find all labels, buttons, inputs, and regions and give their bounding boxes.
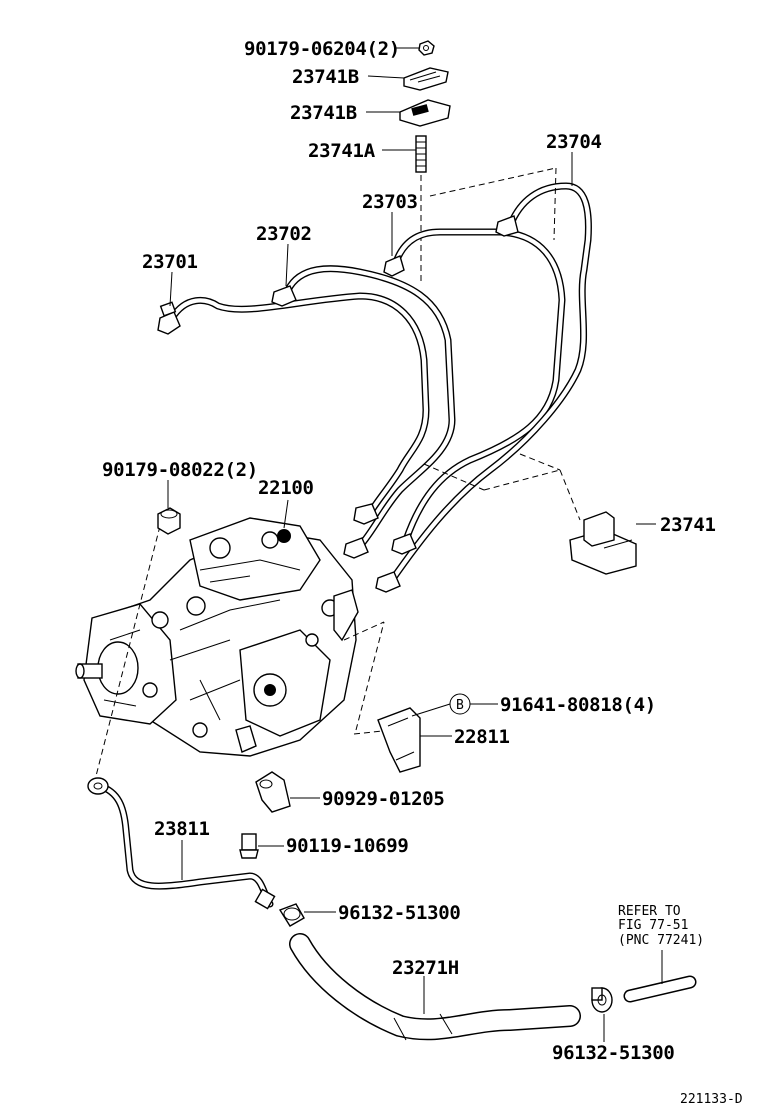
label-90119-10699: 90119-10699 [286, 835, 409, 857]
hose-clamp-96132-51300-a [278, 903, 305, 927]
label-96132-51300-b: 96132-51300 [552, 1042, 675, 1064]
pipe-nut-lower-4 [375, 571, 401, 593]
pipe-refer-fig-77-51 [623, 975, 697, 1003]
callout-b-letter: B [456, 698, 464, 713]
clamp-23741 [569, 511, 637, 575]
label-90929-01205: 90929-01205 [322, 788, 445, 810]
clamp-23741b-upper [403, 67, 449, 91]
gasket-90929-01205 [255, 771, 291, 813]
label-23701: 23701 [142, 251, 198, 273]
label-22811: 22811 [454, 726, 510, 748]
injection-pump-22100 [75, 517, 359, 757]
nut-90179-06204 [418, 40, 435, 56]
figure-code: 221133-D [680, 1092, 743, 1107]
injection-pipe-23704 [388, 182, 592, 584]
label-91641-80818: 91641-80818(4) [500, 694, 656, 716]
bracket-22811 [377, 707, 421, 773]
label-23703: 23703 [362, 191, 418, 213]
label-23811: 23811 [154, 818, 210, 840]
label-23741b-lower: 23741B [290, 102, 357, 124]
clamp-23741b-lower [399, 99, 451, 127]
refer-text-line1: REFER TO [618, 904, 681, 919]
label-22100: 22100 [258, 477, 314, 499]
injection-pipe-23701 [168, 292, 430, 514]
stud-23741a [415, 135, 427, 173]
label-23271h: 23271H [392, 957, 459, 979]
label-23704: 23704 [546, 131, 602, 153]
injection-pipe-23703 [392, 228, 566, 544]
label-96132-51300-a: 96132-51300 [338, 902, 461, 924]
hose-clamp-96132-51300-b [591, 987, 613, 1013]
pipe-nut-23703 [383, 255, 405, 277]
fuel-hose-23271h [289, 933, 581, 1041]
refer-text-line2: FIG 77-51 [618, 918, 688, 933]
label-23702: 23702 [256, 223, 312, 245]
pipe-nut-23704 [495, 215, 519, 237]
label-23741a: 23741A [308, 140, 376, 162]
fuel-pipe-23811 [87, 777, 276, 910]
refer-text-line3: (PNC 77241) [618, 933, 704, 948]
pipe-nut-lower-3 [391, 533, 417, 555]
pipe-nut-23702 [271, 285, 297, 307]
pipe-nut-23701 [157, 301, 181, 335]
bolt-90119-10699 [239, 833, 259, 859]
pipe-nut-lower-2 [343, 537, 369, 559]
label-23741: 23741 [660, 514, 716, 536]
label-23741b-upper: 23741B [292, 66, 359, 88]
label-90179-06204: 90179-06204(2) [244, 38, 400, 60]
injection-pipe-23702 [284, 265, 456, 550]
pipe-nut-lower-1 [353, 503, 379, 525]
label-90179-08022: 90179-08022(2) [102, 459, 258, 481]
nut-90179-08022 [157, 507, 181, 535]
